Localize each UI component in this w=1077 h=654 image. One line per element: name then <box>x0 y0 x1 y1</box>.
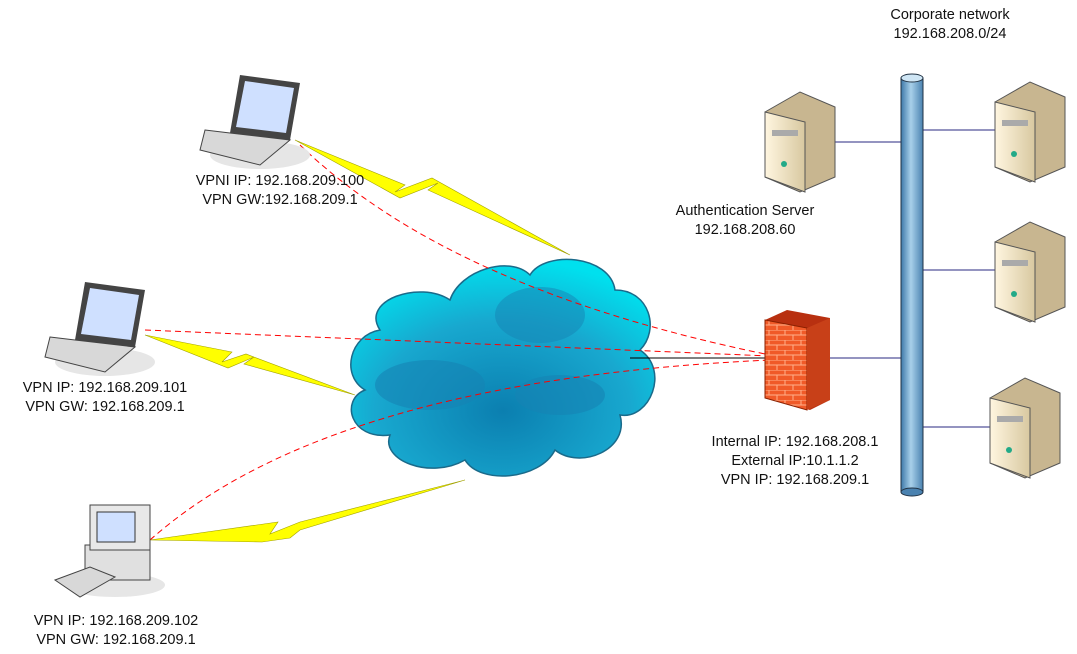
firewall-vpn-ip: VPN IP: 192.168.209.1 <box>720 472 870 488</box>
client-gateway: VPN GW: 192.168.209.1 <box>36 632 196 648</box>
network-subnet: 192.168.208.0/24 <box>893 26 1007 42</box>
vpn-tunnel <box>149 359 771 541</box>
laptop-icon <box>199 75 310 169</box>
network-label: Corporate network 192.168.208.0/24 <box>850 6 1050 44</box>
client-2-label: VPN IP: 192.168.209.101 VPN GW: 192.168.… <box>0 379 210 417</box>
firewall-internal-ip: Internal IP: 192.168.208.1 <box>711 434 879 450</box>
auth-server-ip: 192.168.208.60 <box>694 222 796 238</box>
client-ip: VPNI IP: 192.168.209.100 <box>195 173 365 189</box>
firewall-label: Internal IP: 192.168.208.1 External IP:1… <box>685 433 905 490</box>
vpn-tunnel <box>299 144 771 356</box>
desktop-computer-icon <box>53 504 165 598</box>
client-1-label: VPNI IP: 192.168.209.100 VPN GW:192.168.… <box>155 172 405 210</box>
internet-cloud-icon <box>350 258 656 477</box>
network-name: Corporate network <box>890 7 1010 23</box>
client-gateway: VPN GW: 192.168.209.1 <box>25 399 185 415</box>
vpn-tunnel <box>144 329 771 357</box>
auth-server-name: Authentication Server <box>675 203 815 219</box>
server-icon <box>989 377 1061 479</box>
wireless-link <box>149 479 466 543</box>
server-icon <box>994 81 1066 183</box>
laptop-icon <box>44 282 155 376</box>
client-ip: VPN IP: 192.168.209.102 <box>33 613 199 629</box>
wireless-link <box>294 139 571 256</box>
auth-server-label: Authentication Server 192.168.208.60 <box>640 202 850 240</box>
firewall-icon <box>764 310 830 411</box>
network-backbone-icon <box>900 73 924 497</box>
client-gateway: VPN GW:192.168.209.1 <box>202 192 358 208</box>
server-icon <box>994 221 1066 323</box>
firewall-external-ip: External IP:10.1.1.2 <box>731 453 859 469</box>
auth-server-icon <box>764 91 836 193</box>
client-3-label: VPN IP: 192.168.209.102 VPN GW: 192.168.… <box>0 612 232 650</box>
client-ip: VPN IP: 192.168.209.101 <box>22 380 188 396</box>
wireless-link <box>144 334 356 396</box>
